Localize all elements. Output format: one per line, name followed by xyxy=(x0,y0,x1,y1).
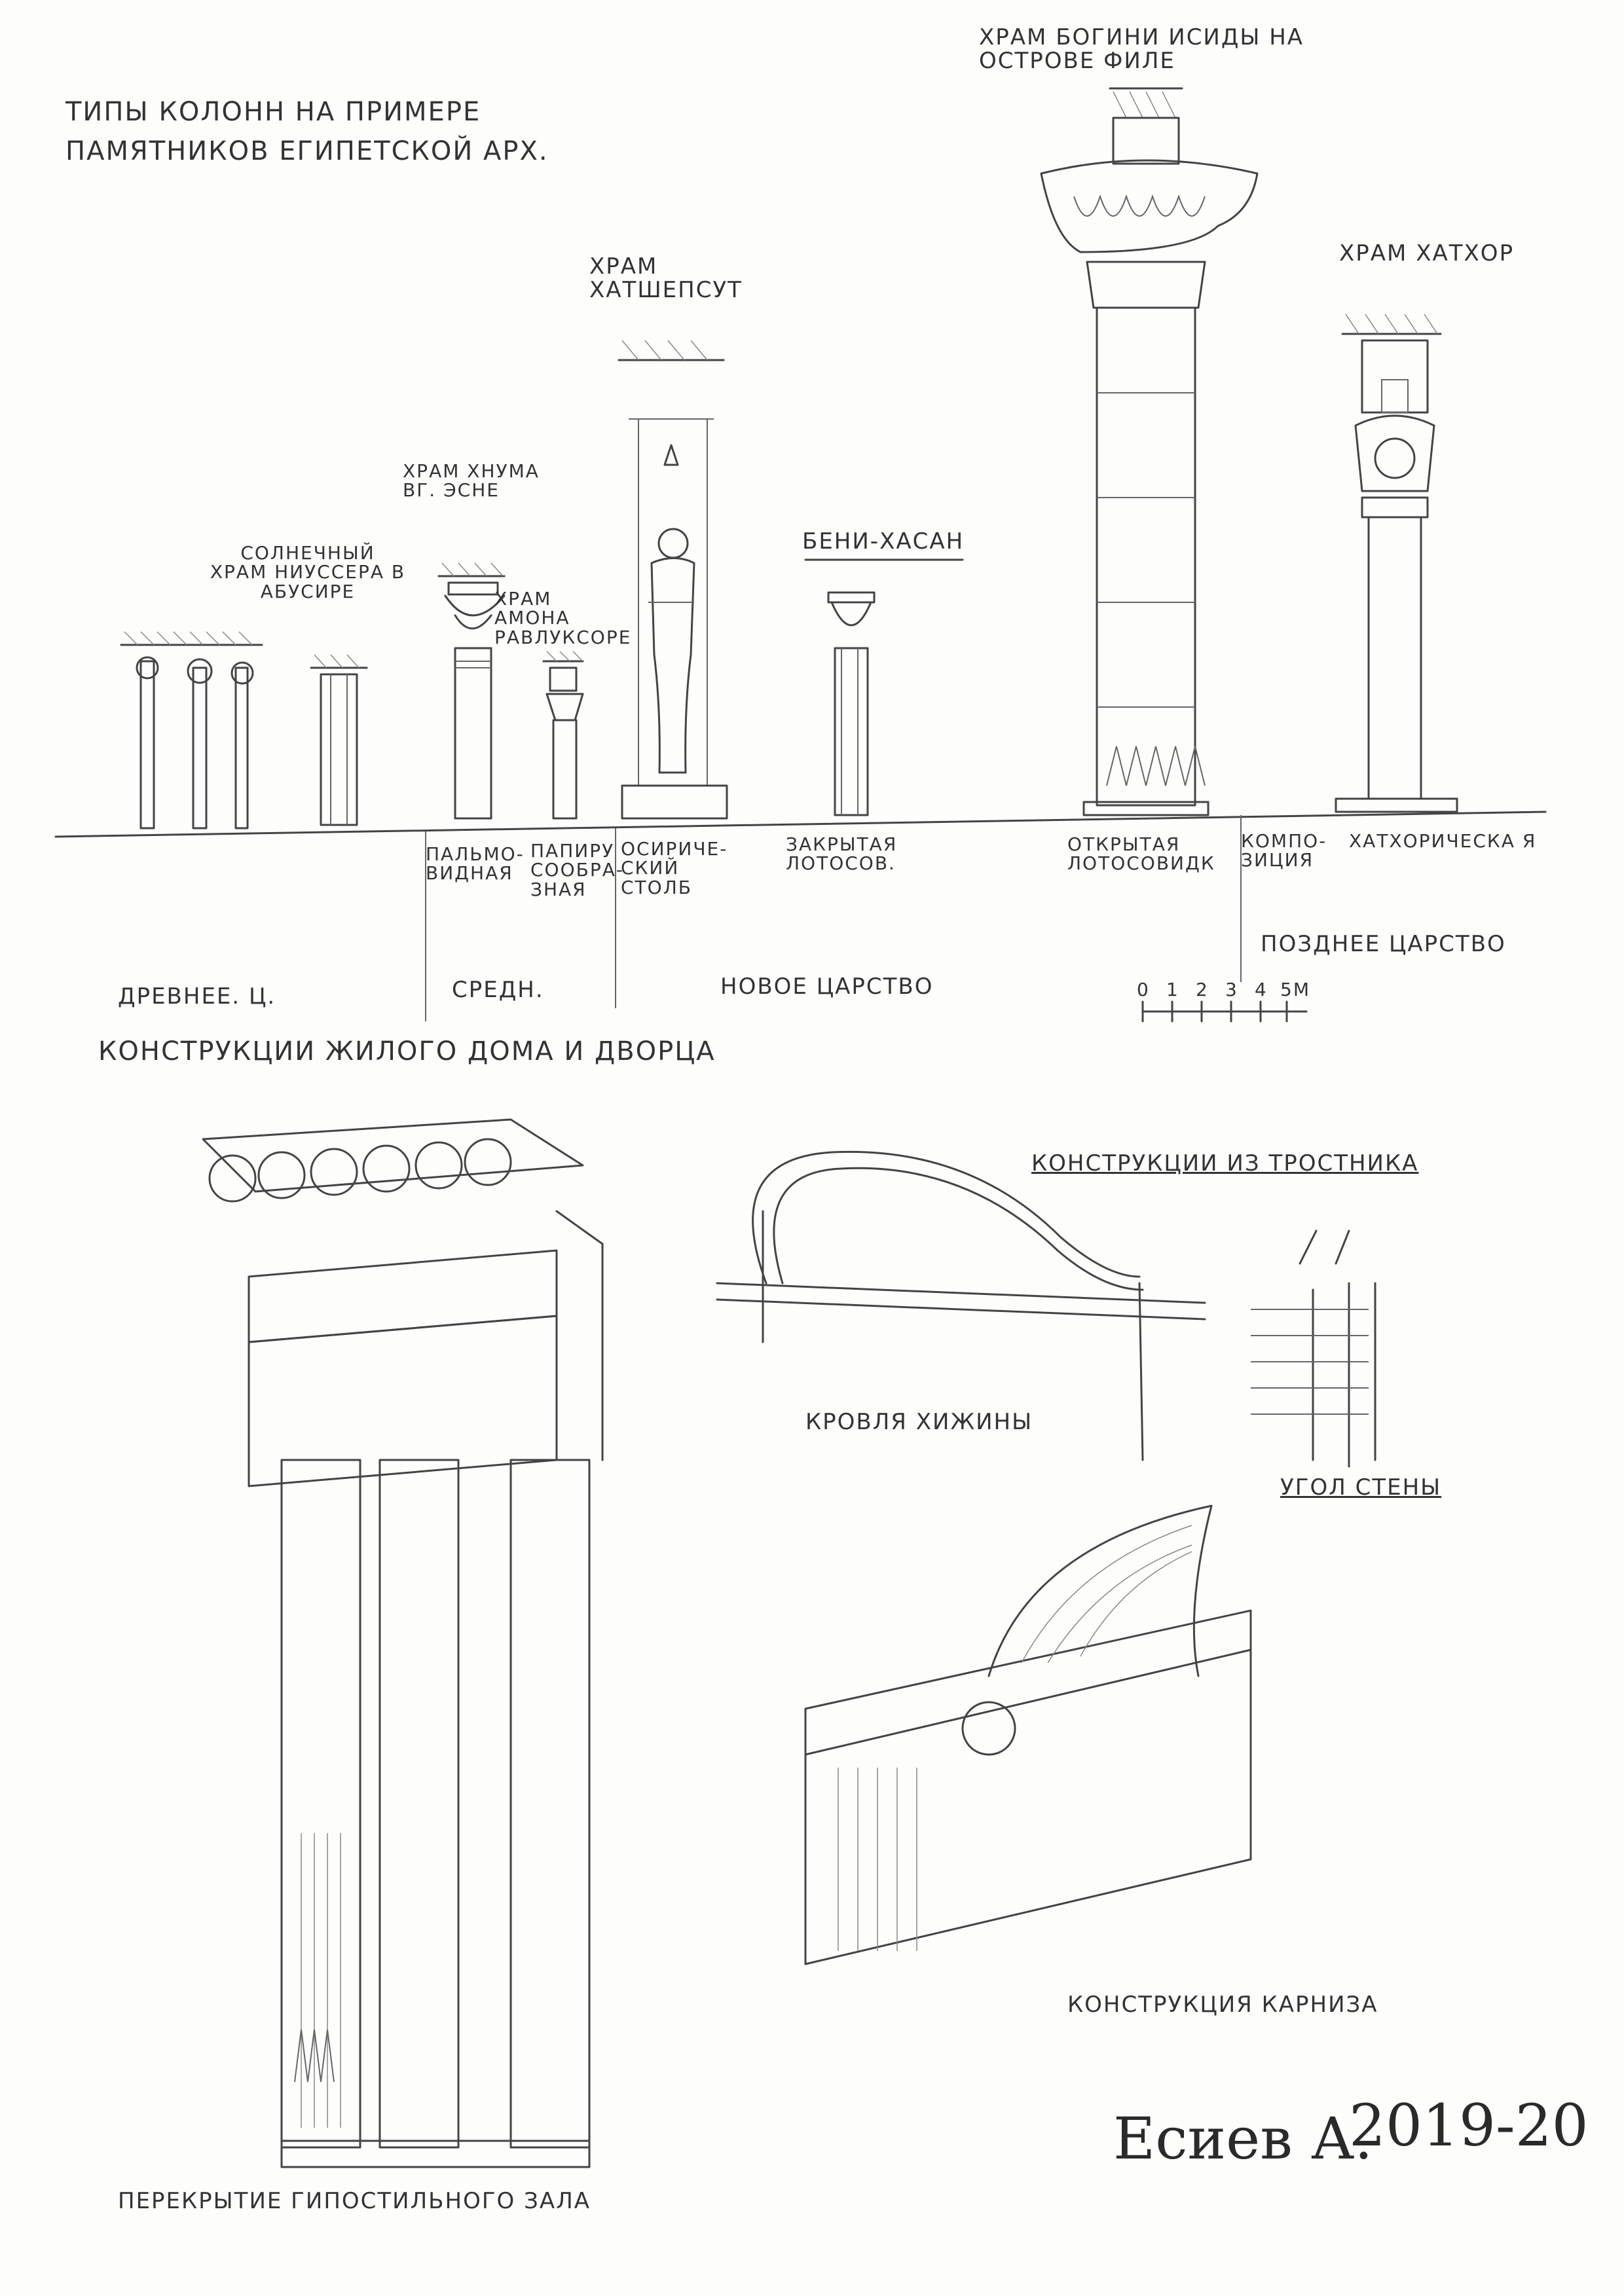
column-c1-drawing xyxy=(120,631,263,829)
column-c7-drawing xyxy=(1040,87,1259,816)
hut-roof-label: Кровля хижины xyxy=(805,1409,1033,1435)
scale-tick-3: 3 xyxy=(1225,979,1238,1000)
signature-year: 2019-20 xyxy=(1349,2092,1589,2159)
era-new: Новое царство xyxy=(720,974,934,1000)
era-late: Позднее царство xyxy=(1261,931,1506,957)
column-c6-drawing xyxy=(804,558,964,816)
sheet-title-line1: Типы колонн на примере xyxy=(65,97,481,127)
era-middle: Средн. xyxy=(452,977,544,1003)
type-label-c8: Хатхорическа я xyxy=(1349,830,1537,852)
signature-name: Есиев А. xyxy=(1113,2105,1373,2172)
sheet-title-line2: памятников египетской арх. xyxy=(65,136,549,166)
type-label-c7: Открытая лотосовидк xyxy=(1067,833,1215,875)
era-ancient: Древнее. ц. xyxy=(118,983,276,1010)
type-label-c4: Папиру сообра-зная xyxy=(530,840,624,900)
column-caption-c7: Храм богини Исиды на острове Филе xyxy=(979,24,1304,74)
ground-line xyxy=(54,811,1547,838)
column-c8-drawing xyxy=(1335,314,1458,813)
column-caption-c8: Храм Хатхор xyxy=(1339,240,1515,266)
scale-bar xyxy=(1141,1000,1308,1023)
hypostyle-label: Перекрытие гипостильного зала xyxy=(118,2188,591,2214)
cornice-label: Конструкция карниза xyxy=(1067,1992,1378,2018)
wall-corner-drawing xyxy=(1251,1230,1376,1468)
type-label-c3: Пальмо-видная xyxy=(426,843,525,884)
type-label-c5: Осириче-ский столб xyxy=(621,838,728,898)
column-c5-drawing xyxy=(618,340,728,820)
section2-title: Конструкции жилого дома и дворца xyxy=(98,1036,716,1066)
column-caption-c5: Храм Хатшепсут xyxy=(589,253,743,303)
column-caption-c2: Солнечный храм Ниуссера в Абусире xyxy=(210,542,406,602)
reed-construction-title: Конструкции из тростника xyxy=(1031,1150,1419,1176)
hut-roof-drawing xyxy=(716,1150,1206,1461)
wall-corner-label: угол стены xyxy=(1280,1474,1442,1501)
scale-tick-2: 2 xyxy=(1196,979,1209,1000)
column-caption-c6: Бени-Хасан xyxy=(802,528,965,555)
scale-tick-5: 5м xyxy=(1280,979,1310,1000)
type-label-c6: Закрытая лотосов. xyxy=(786,833,898,875)
column-c2-drawing xyxy=(310,654,368,826)
scale-tick-0: 0 xyxy=(1137,979,1150,1000)
column-caption-c3: Храм Хнума вг. Эсне xyxy=(403,460,540,501)
scale-tick-4: 4 xyxy=(1255,979,1268,1000)
type-label-c9: Компо-зиция xyxy=(1241,830,1327,871)
cornice-drawing xyxy=(804,1504,1252,1965)
hypostyle-drawing xyxy=(202,1118,604,2168)
column-caption-c4: Храм Амона равлуксоре xyxy=(494,588,632,648)
scale-tick-1: 1 xyxy=(1166,979,1179,1000)
column-c3-drawing xyxy=(437,562,506,820)
column-c4-drawing xyxy=(542,651,584,820)
